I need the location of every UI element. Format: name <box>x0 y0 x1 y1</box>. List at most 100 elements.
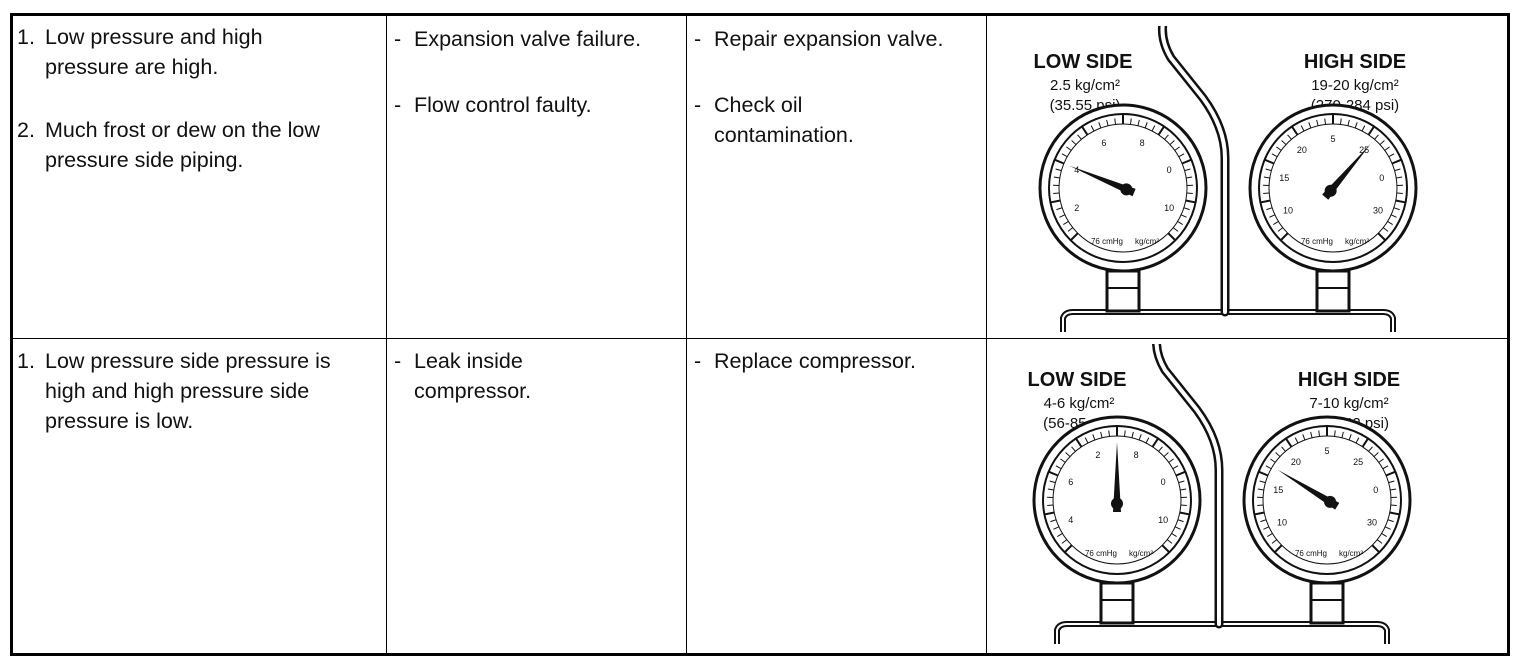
gauge-tick <box>1171 533 1177 538</box>
gauge-tick <box>1361 437 1369 448</box>
gauge-tick <box>1269 214 1276 218</box>
row1-cause-cell: - Expansion valve failure. - Flow contro… <box>394 24 684 120</box>
remedy-text: Repair expansion valve. <box>714 27 944 51</box>
gauge-tick <box>1157 125 1165 136</box>
gauge-tick-label: 20 <box>1297 145 1307 155</box>
column-divider <box>686 16 687 653</box>
gauge-tick-label: 2 <box>1095 450 1100 460</box>
gauge-tick <box>1172 465 1179 470</box>
condition-text: pressure side piping. <box>45 148 244 172</box>
gauge-unit-label: 76 cmHg <box>1091 237 1123 246</box>
gauge-tick <box>1378 458 1384 463</box>
gauge-unit-label: 76 cmHg <box>1295 549 1327 558</box>
gauge-tick <box>1177 221 1183 226</box>
gauge-tick <box>1047 488 1054 491</box>
gauge-tick <box>1130 118 1132 125</box>
gauge-tick <box>1371 544 1381 554</box>
gauge-tick <box>1169 140 1175 145</box>
gauge-tick <box>1106 119 1109 126</box>
gauge-tick-label: 4 <box>1074 165 1079 175</box>
gauge-tick <box>1179 511 1190 516</box>
gauge-tick <box>1271 539 1278 544</box>
gauge-tick <box>1390 488 1397 491</box>
gauge-tick <box>1271 153 1278 158</box>
cause-item: - Expansion valve failure. <box>394 24 684 54</box>
gauge-tick <box>1183 207 1190 211</box>
row2-remedy-cell: - Replace compressor. <box>694 346 984 376</box>
gauge-tick <box>1263 176 1270 179</box>
gauge-tick <box>1077 134 1082 140</box>
gauge-needle <box>1069 165 1136 197</box>
gauge-tick <box>1059 214 1066 218</box>
condition-text: Low pressure and high <box>45 25 263 49</box>
gauge-tick <box>1388 480 1395 484</box>
gauge-tick <box>1390 214 1397 218</box>
gauge-tick-label: 30 <box>1367 518 1377 528</box>
low-side-kg: 2.5 kg/cm² <box>1050 77 1120 94</box>
gauge-tick <box>1382 465 1389 470</box>
gauge-tick <box>1167 232 1177 242</box>
gauge-tick <box>1063 544 1073 554</box>
gauge-tick <box>1361 125 1366 132</box>
gauge-tick <box>1114 118 1116 125</box>
gauge-needle-hub <box>1111 497 1123 510</box>
gauge-tick <box>1391 158 1402 165</box>
row-divider <box>13 338 1507 339</box>
gauge-tick <box>1265 465 1272 470</box>
gauge-tick <box>1374 134 1379 140</box>
gauge-tick <box>1180 214 1187 218</box>
gauge-tick <box>1258 470 1269 477</box>
gauge-tick <box>1049 480 1056 484</box>
gauge-tick <box>1060 458 1066 463</box>
gauge-tick-label: 10 <box>1283 206 1293 216</box>
gauge-tick <box>1355 437 1360 444</box>
gauge-tick-label: 8 <box>1140 138 1145 148</box>
gauge-tick <box>1054 158 1065 165</box>
gauge-tick <box>1144 122 1148 129</box>
gauge-tick <box>1177 519 1184 523</box>
gauge-tick <box>1308 122 1312 129</box>
gauge-tick <box>1367 125 1375 136</box>
gauge-tick <box>1270 458 1276 463</box>
gauge-tick <box>1393 207 1400 211</box>
gauge-tick-label: 0 <box>1161 477 1166 487</box>
gauge-tick <box>1377 232 1387 242</box>
gauge-unit-label: kg/cm² <box>1345 237 1369 246</box>
gauge-tick <box>1382 227 1389 232</box>
high-side-label: HIGH SIDE <box>1304 51 1406 73</box>
remedy-text: Check oil <box>714 93 803 117</box>
gauge-tick <box>1373 452 1379 457</box>
gauge-unit-label: kg/cm² <box>1129 549 1153 558</box>
gauge-stem <box>1099 581 1135 625</box>
gauge-tick <box>1376 539 1383 544</box>
gauge-tick <box>1057 533 1063 538</box>
gauge-needle-hub <box>1120 183 1133 196</box>
gauge-tick <box>1395 199 1406 204</box>
gauge-tick <box>1300 125 1305 132</box>
gauge-tick <box>1067 227 1074 232</box>
gauge-tick <box>1151 125 1156 132</box>
cause-text: Expansion valve failure. <box>414 27 642 51</box>
condition-text: pressure is low. <box>45 409 194 433</box>
gauge-tick <box>1161 544 1171 554</box>
gauge-tick <box>1294 437 1299 444</box>
cause-item: - Flow control faulty. <box>394 90 684 120</box>
gauge-tick <box>1266 207 1273 211</box>
gauge-tick <box>1257 488 1264 491</box>
condition-text: pressure are high. <box>45 55 219 79</box>
gauge-tick <box>1124 430 1126 437</box>
gauge-tick <box>1275 452 1281 457</box>
gauge-tick <box>1069 232 1079 242</box>
high-side-kg: 19-20 kg/cm² <box>1311 77 1399 94</box>
column-divider <box>986 16 987 653</box>
gauge-tick <box>1260 519 1267 523</box>
gauge-tick <box>1348 434 1352 441</box>
gauge-tick <box>1175 470 1186 477</box>
gauge-tick <box>1281 446 1286 452</box>
gauge-tick <box>1158 446 1163 452</box>
gauge-tick-label: 5 <box>1324 446 1329 456</box>
